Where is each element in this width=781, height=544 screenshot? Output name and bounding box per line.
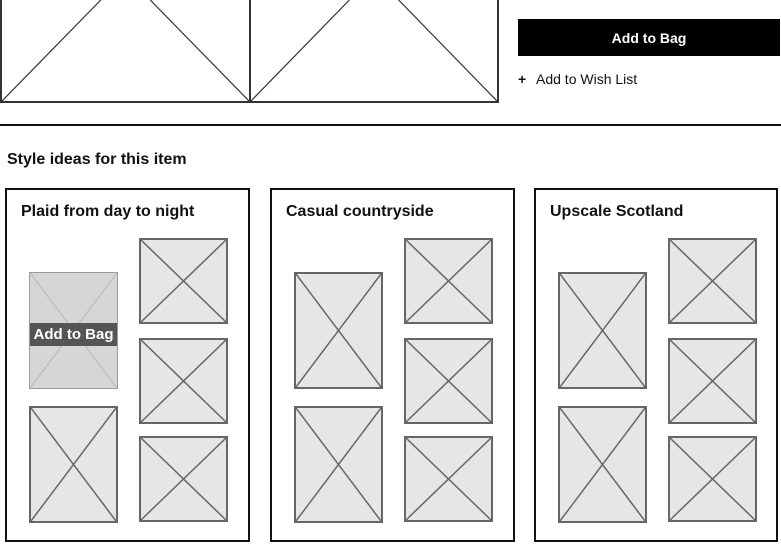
outfit-item-image[interactable] bbox=[29, 406, 118, 523]
image-placeholder-icon bbox=[141, 240, 226, 322]
style-idea-card[interactable]: Upscale Scotland bbox=[534, 188, 778, 542]
outfit-item-image[interactable] bbox=[668, 436, 757, 522]
add-to-bag-button[interactable]: Add to Bag bbox=[518, 19, 780, 56]
card-title: Casual countryside bbox=[286, 203, 434, 220]
add-to-wish-list-link[interactable]: + Add to Wish List bbox=[518, 69, 637, 89]
outfit-item-image[interactable] bbox=[139, 338, 228, 424]
card-title: Upscale Scotland bbox=[550, 203, 684, 220]
outfit-item-image[interactable] bbox=[558, 272, 647, 389]
plus-icon: + bbox=[518, 71, 527, 87]
style-idea-card[interactable]: Plaid from day to night Add to Bag bbox=[5, 188, 250, 542]
image-placeholder-icon bbox=[141, 340, 226, 422]
card-title: Plaid from day to night bbox=[21, 203, 195, 220]
image-placeholder-icon bbox=[670, 340, 755, 422]
outfit-item-image[interactable] bbox=[668, 338, 757, 424]
section-divider bbox=[0, 124, 781, 126]
outfit-item-image[interactable] bbox=[139, 238, 228, 324]
image-placeholder-icon bbox=[670, 438, 755, 520]
outfit-item-image[interactable] bbox=[294, 406, 383, 523]
image-placeholder-icon bbox=[670, 240, 755, 322]
outfit-item-image[interactable] bbox=[294, 272, 383, 389]
quick-add-to-bag-button[interactable]: Add to Bag bbox=[30, 323, 117, 346]
image-placeholder-icon bbox=[560, 408, 645, 521]
image-placeholder-icon bbox=[251, 0, 497, 101]
outfit-item-image[interactable] bbox=[404, 436, 493, 522]
style-idea-card[interactable]: Casual countryside bbox=[270, 188, 515, 542]
style-ideas-heading: Style ideas for this item bbox=[7, 151, 187, 168]
outfit-item-image[interactable] bbox=[404, 338, 493, 424]
image-placeholder-icon bbox=[141, 438, 226, 520]
image-placeholder-icon bbox=[406, 438, 491, 520]
outfit-item-image[interactable] bbox=[404, 238, 493, 324]
outfit-item-image[interactable]: Add to Bag bbox=[29, 272, 118, 389]
product-image-main[interactable] bbox=[0, 0, 251, 103]
outfit-item-image[interactable] bbox=[558, 406, 647, 523]
product-image-alt[interactable] bbox=[249, 0, 499, 103]
image-placeholder-icon bbox=[2, 0, 249, 101]
image-placeholder-icon bbox=[406, 240, 491, 322]
outfit-item-image[interactable] bbox=[139, 436, 228, 522]
image-placeholder-icon bbox=[560, 274, 645, 387]
image-placeholder-icon bbox=[406, 340, 491, 422]
wish-list-label: Add to Wish List bbox=[536, 71, 638, 87]
image-placeholder-icon bbox=[31, 408, 116, 521]
outfit-item-image[interactable] bbox=[668, 238, 757, 324]
image-placeholder-icon bbox=[296, 274, 381, 387]
image-placeholder-icon bbox=[296, 408, 381, 521]
